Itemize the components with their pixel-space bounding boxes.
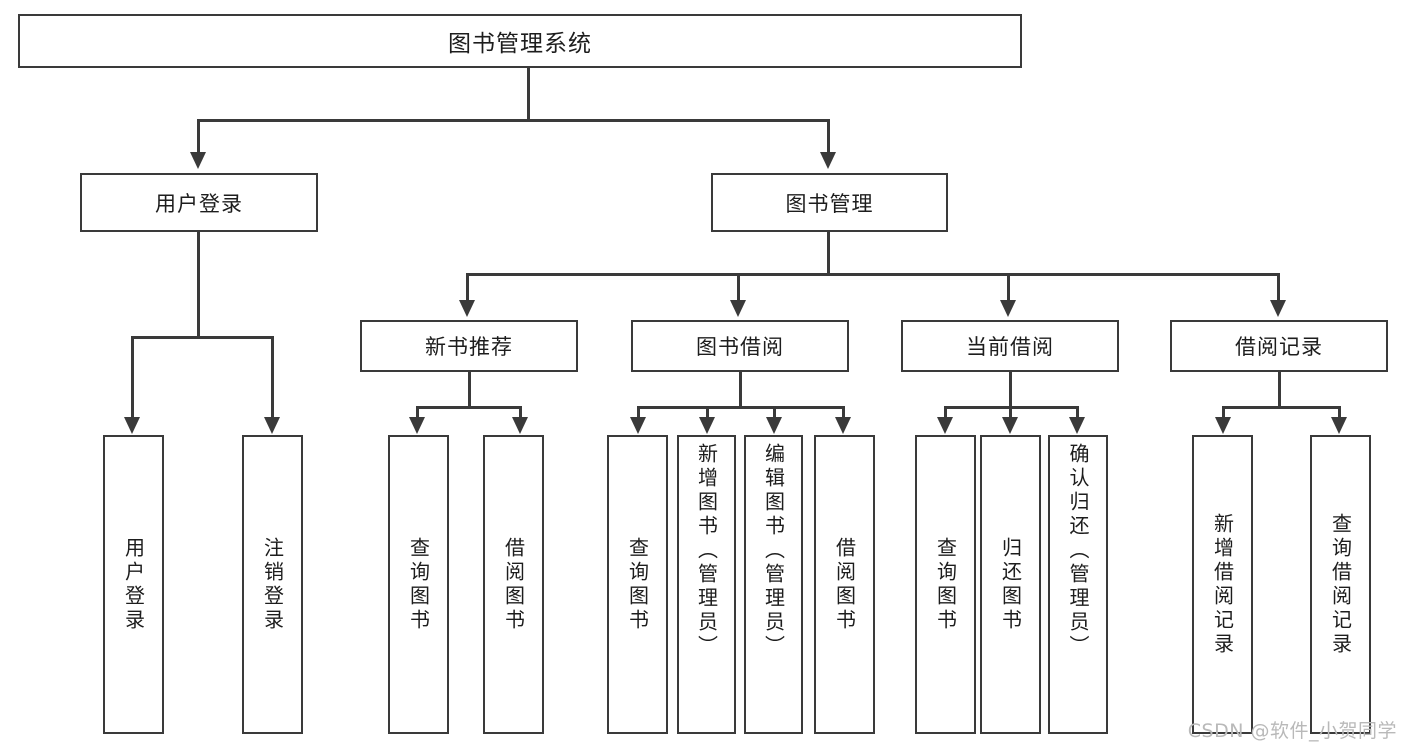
connector-bookmgmt-stem (827, 232, 830, 273)
arrowhead-book-borrow (730, 300, 746, 317)
connector-record-drop-2 (1338, 406, 1341, 417)
leaf-add-borrow-record[interactable]: 新增借阅记录 (1192, 435, 1253, 734)
arrowhead-recommend-leaf-1 (409, 417, 425, 434)
leaf-label: 归还图书 (998, 536, 1023, 633)
connector-record-drop-1 (1222, 406, 1225, 417)
connector-record-bus (1222, 406, 1341, 409)
arrowhead-borrow-leaf-3 (766, 417, 782, 434)
arrowhead-new-book-recommend (459, 300, 475, 317)
connector-bookmgmt-bus (466, 273, 1279, 276)
arrowhead-current-leaf-2 (1002, 417, 1018, 434)
arrowhead-user-login (190, 152, 206, 169)
connector-borrow-drop-3 (773, 406, 776, 417)
connector-record-stem (1278, 372, 1281, 406)
connector-borrow-drop-1 (637, 406, 640, 417)
leaf-label: 查询图书 (625, 536, 650, 633)
connector-borrow-drop-4 (842, 406, 845, 417)
leaf-query-borrow-record[interactable]: 查询借阅记录 (1310, 435, 1371, 734)
connector-current-drop-2 (1009, 406, 1012, 417)
node-label: 新书推荐 (425, 335, 513, 359)
node-borrow-record[interactable]: 借阅记录 (1170, 320, 1388, 372)
connector-userlogin-drop-1 (131, 336, 134, 417)
connector-borrow-bus (637, 406, 845, 409)
leaf-borrow-book-recommend[interactable]: 借阅图书 (483, 435, 544, 734)
connector-root-stem-main (527, 68, 530, 119)
leaf-logout[interactable]: 注销登录 (242, 435, 303, 734)
connector-bookmgmt-drop-2 (737, 273, 740, 300)
node-label: 图书管理系统 (448, 31, 592, 57)
leaf-label: 借阅图书 (501, 536, 526, 633)
connector-recommend-bus (416, 406, 522, 409)
leaf-add-book-admin[interactable]: 新增图书（管理员） (677, 435, 736, 734)
arrowhead-current-leaf-1 (937, 417, 953, 434)
arrowhead-recommend-leaf-2 (512, 417, 528, 434)
arrowhead-record-leaf-1 (1215, 417, 1231, 434)
leaf-borrow-book[interactable]: 借阅图书 (814, 435, 875, 734)
connector-recommend-drop-2 (519, 406, 522, 417)
leaf-user-login[interactable]: 用户登录 (103, 435, 164, 734)
leaf-edit-book-admin[interactable]: 编辑图书（管理员） (744, 435, 803, 734)
node-current-borrow[interactable]: 当前借阅 (901, 320, 1119, 372)
arrowhead-book-manage (820, 152, 836, 169)
node-label: 图书借阅 (696, 335, 784, 359)
leaf-return-book[interactable]: 归还图书 (980, 435, 1041, 734)
leaf-label: 用户登录 (121, 536, 146, 633)
arrowhead-record-leaf-2 (1331, 417, 1347, 434)
arrowhead-borrow-leaf-1 (630, 417, 646, 434)
leaf-label: 借阅图书 (832, 536, 857, 633)
arrowhead-leaf-user-login (124, 417, 140, 434)
leaf-label: 确认归还（管理员） (1066, 443, 1090, 659)
arrowhead-borrow-leaf-4 (835, 417, 851, 434)
connector-root-to-right (827, 119, 830, 152)
node-label: 用户登录 (155, 191, 243, 216)
leaf-label: 注销登录 (260, 536, 285, 633)
arrowhead-borrow-leaf-2 (699, 417, 715, 434)
connector-borrow-drop-2 (706, 406, 709, 417)
leaf-label: 编辑图书（管理员） (761, 443, 786, 659)
connector-userlogin-bus (131, 336, 274, 339)
leaf-query-book-borrow[interactable]: 查询图书 (607, 435, 668, 734)
arrowhead-borrow-record (1270, 300, 1286, 317)
connector-root-bus (197, 119, 830, 122)
leaf-label: 查询借阅记录 (1328, 512, 1353, 657)
arrowhead-current-borrow (1000, 300, 1016, 317)
leaf-label: 查询图书 (406, 536, 431, 633)
connector-userlogin-stem (197, 232, 200, 336)
connector-current-drop-3 (1076, 406, 1079, 417)
leaf-label: 新增图书（管理员） (694, 443, 719, 659)
arrowhead-current-leaf-3 (1069, 417, 1085, 434)
node-root-system[interactable]: 图书管理系统 (18, 14, 1022, 68)
node-user-login[interactable]: 用户登录 (80, 173, 318, 232)
connector-current-drop-1 (944, 406, 947, 417)
connector-root-to-left (197, 119, 200, 152)
node-book-management[interactable]: 图书管理 (711, 173, 948, 232)
connector-recommend-stem (468, 372, 471, 406)
arrowhead-leaf-logout (264, 417, 280, 434)
leaf-label: 新增借阅记录 (1210, 512, 1235, 657)
node-new-book-recommend[interactable]: 新书推荐 (360, 320, 578, 372)
connector-bookmgmt-drop-4 (1277, 273, 1280, 300)
leaf-confirm-return-admin[interactable]: 确认归还（管理员） (1048, 435, 1108, 734)
connector-bookmgmt-drop-1 (466, 273, 469, 300)
node-label: 当前借阅 (966, 335, 1054, 359)
connector-userlogin-drop-2 (271, 336, 274, 417)
connector-recommend-drop-1 (416, 406, 419, 417)
leaf-query-book-current[interactable]: 查询图书 (915, 435, 976, 734)
node-book-borrow[interactable]: 图书借阅 (631, 320, 849, 372)
node-label: 借阅记录 (1235, 335, 1323, 359)
leaf-query-book-recommend[interactable]: 查询图书 (388, 435, 449, 734)
connector-current-stem (1009, 372, 1012, 406)
leaf-label: 查询图书 (933, 536, 958, 633)
connector-borrow-stem (739, 372, 742, 406)
node-label: 图书管理 (785, 191, 874, 216)
connector-bookmgmt-drop-3 (1007, 273, 1010, 300)
